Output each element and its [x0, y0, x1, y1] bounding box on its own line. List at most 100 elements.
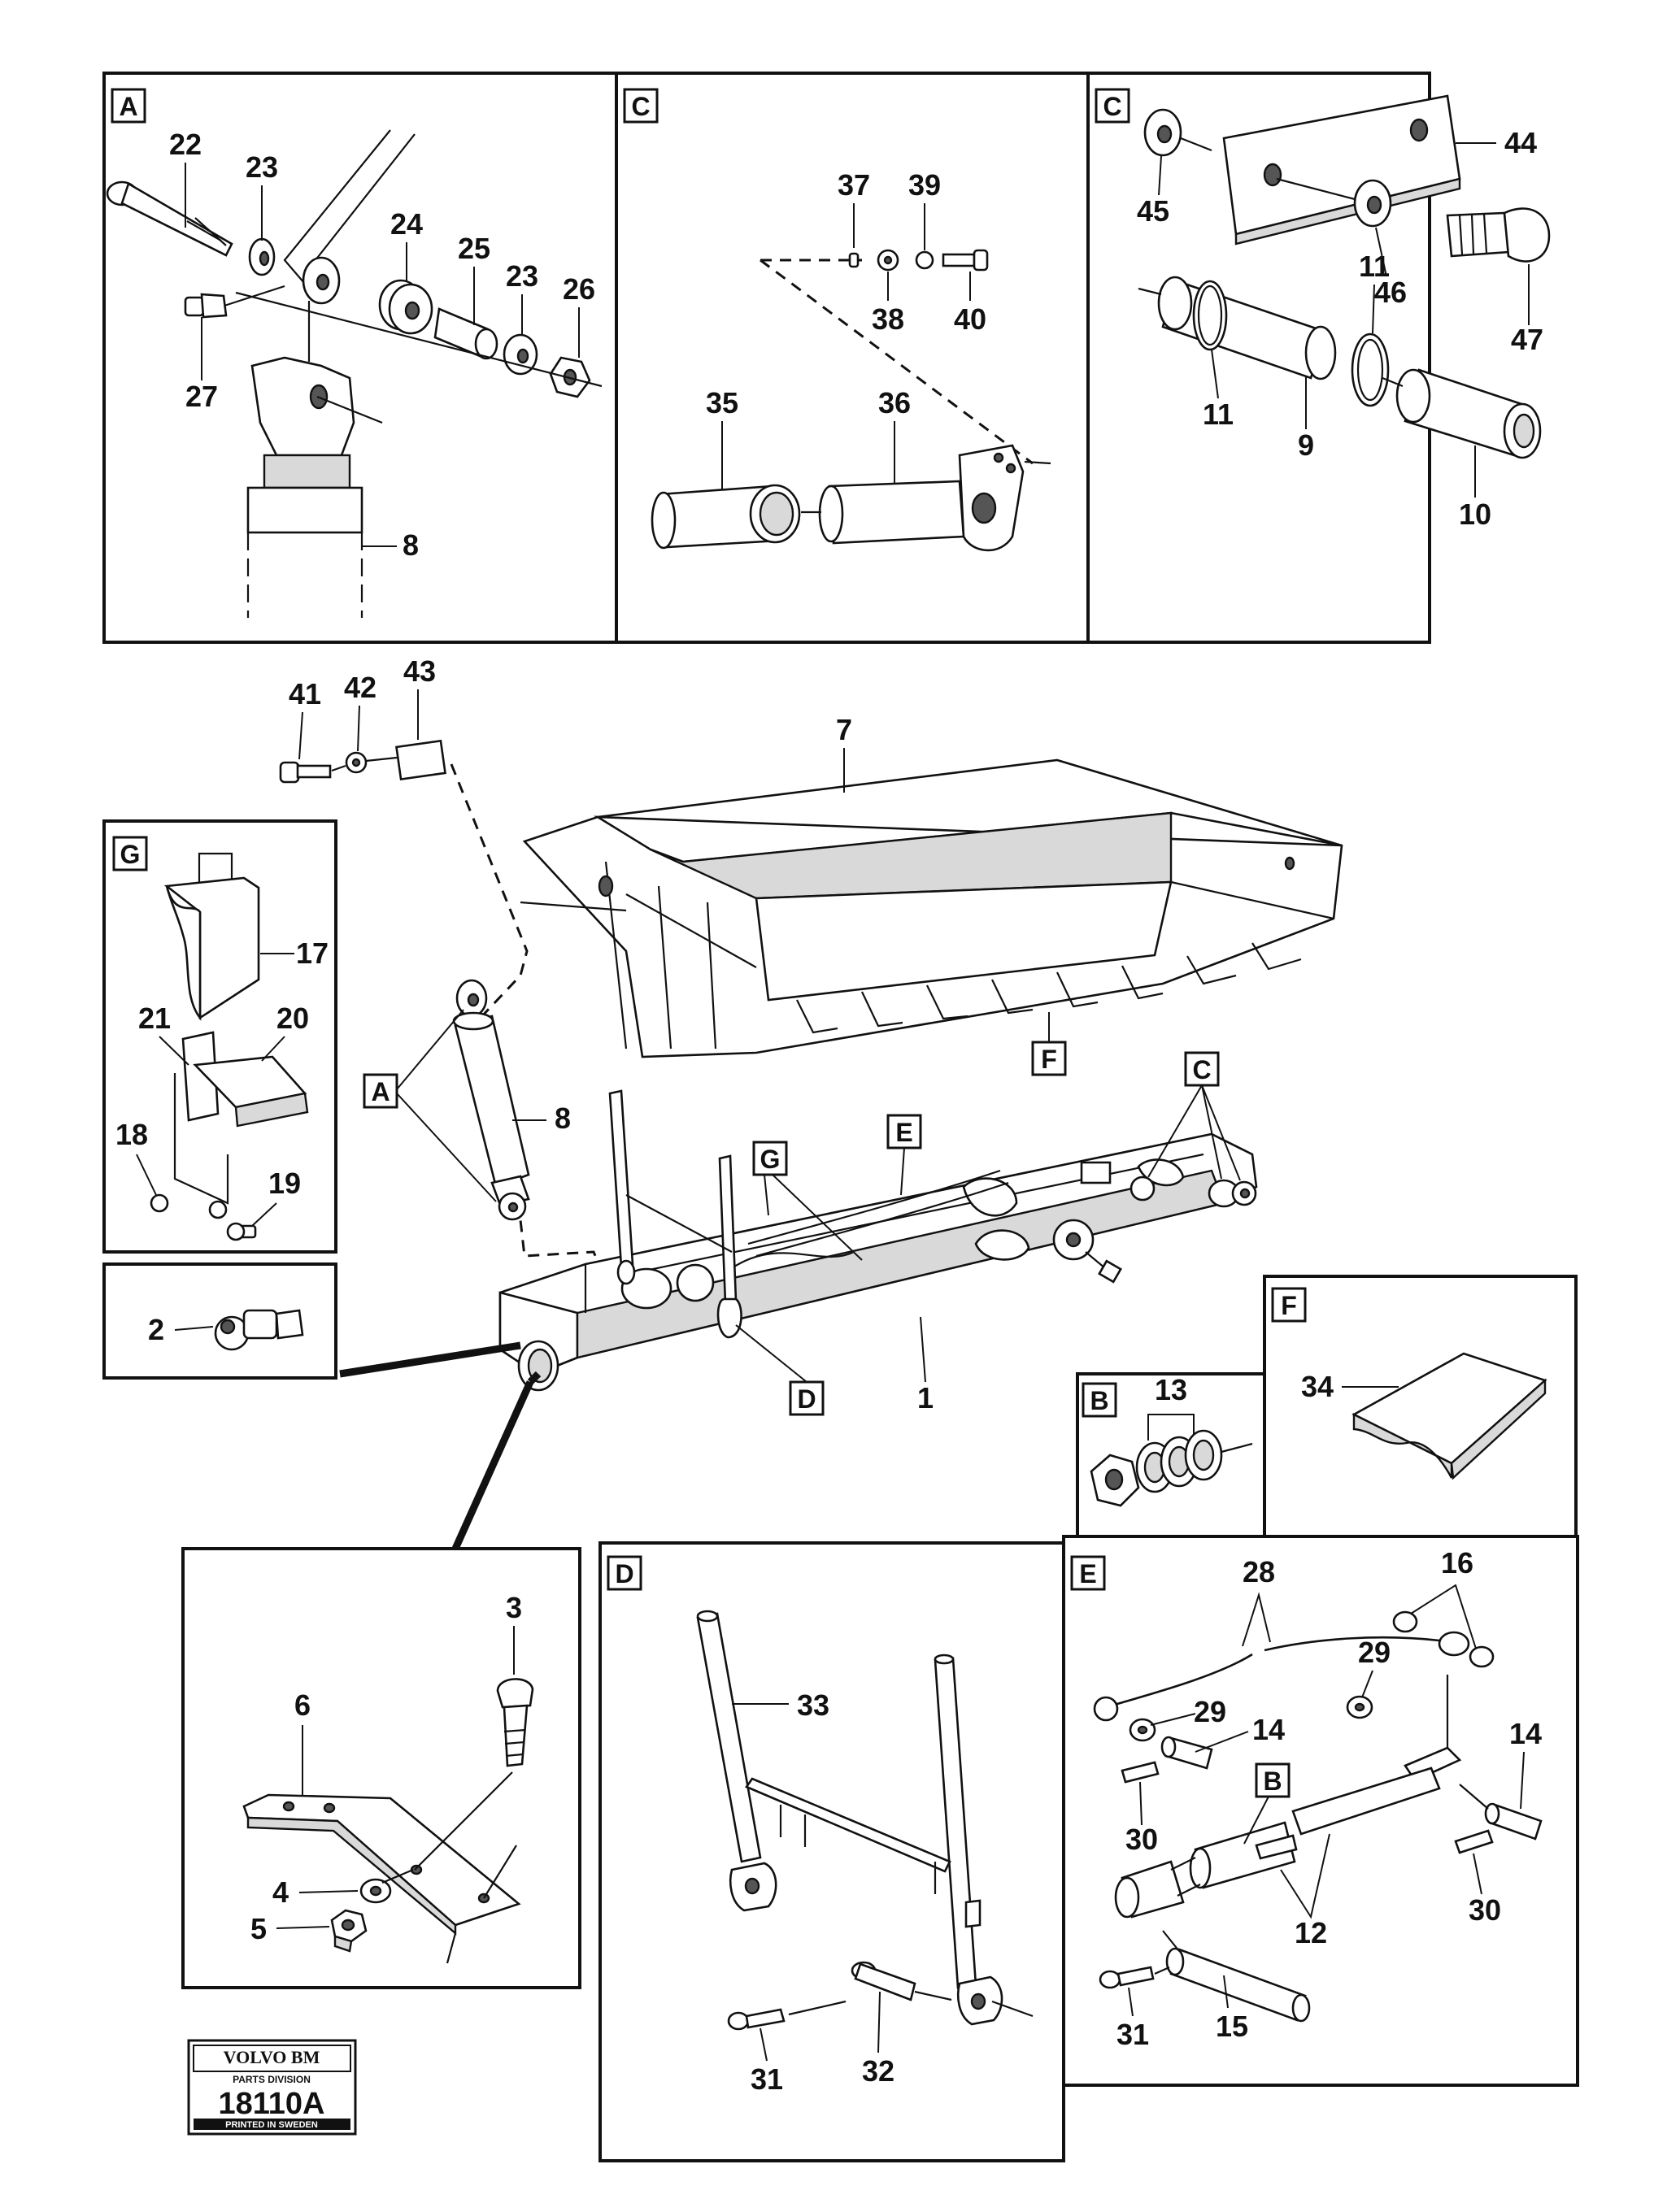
bracket-6-icon	[242, 1771, 521, 1964]
logo-printed: PRINTED IN SWEDEN	[225, 2120, 318, 2130]
cylinder-8-icon	[246, 454, 363, 618]
label-15: 15	[1216, 2010, 1248, 2043]
cylinder-8-main	[452, 979, 530, 1221]
panel-f-tag-text: F	[1281, 1291, 1297, 1320]
pin-9-icon	[1138, 276, 1337, 380]
screw-40-icon	[942, 249, 989, 272]
label-12: 12	[1295, 1916, 1327, 1949]
label-17: 17	[296, 937, 329, 970]
label-29-left: 29	[1194, 1695, 1226, 1728]
main-assembly: 41 42 43	[279, 654, 1343, 1550]
label-47: 47	[1511, 323, 1543, 356]
label-36: 36	[878, 386, 911, 419]
label-24: 24	[390, 207, 423, 241]
label-29-right: 29	[1358, 1636, 1391, 1669]
holder-20-icon	[150, 1031, 309, 1219]
label-3: 3	[506, 1591, 522, 1624]
lockwasher-39-icon	[915, 250, 934, 270]
logo-division: PARTS DIVISION	[233, 2074, 311, 2085]
panel-bracket-frame	[181, 1547, 581, 1989]
label-32: 32	[862, 2054, 894, 2088]
label-5: 5	[250, 1912, 267, 1945]
label-38: 38	[872, 302, 904, 336]
sleeve-25-icon	[433, 307, 498, 360]
label-42: 42	[344, 671, 377, 704]
snap-ring-11a-icon	[1192, 280, 1228, 351]
lever-frame-33-icon	[696, 1610, 1034, 2026]
washer-38-icon	[877, 249, 899, 272]
spring-pin-30a-icon	[1121, 1761, 1160, 1784]
lever-tube-12-icon	[1114, 1675, 1462, 1919]
panel-d-tag	[607, 1555, 642, 1591]
panel-c-tag-text: C	[631, 92, 650, 121]
label-44: 44	[1504, 126, 1537, 159]
logo-code: 18110A	[218, 2087, 324, 2121]
label-23: 23	[246, 150, 278, 184]
pin-32-icon	[851, 1961, 952, 2001]
label-8-main: 8	[555, 1102, 571, 1135]
panel-c2-tag-text: C	[1103, 92, 1121, 121]
panel-c-tag	[623, 88, 659, 124]
main-tag-c-text: C	[1192, 1055, 1211, 1084]
snap-ring-11b-icon	[1351, 332, 1390, 407]
panel-g-tag	[112, 836, 148, 871]
label-16: 16	[1441, 1546, 1473, 1580]
washer-23-icon	[248, 237, 276, 276]
bushing-10-icon	[1382, 368, 1542, 459]
pad-34-icon	[1351, 1352, 1547, 1480]
main-tag-e	[886, 1114, 922, 1149]
label-23b: 23	[506, 259, 538, 293]
main-tag-g	[752, 1141, 788, 1176]
plate-44-icon	[1222, 94, 1461, 246]
bolt-3-icon	[496, 1678, 534, 1767]
label-45: 45	[1137, 194, 1169, 228]
label-40: 40	[954, 302, 986, 336]
panel-e-tag-b-text: B	[1263, 1767, 1282, 1796]
bolt-41-icon	[279, 761, 332, 784]
label-18: 18	[115, 1118, 148, 1151]
label-33: 33	[797, 1688, 829, 1722]
main-tag-d	[789, 1380, 825, 1416]
main-tag-c	[1184, 1051, 1220, 1087]
label-11-top: 11	[1359, 250, 1390, 283]
label-7: 7	[836, 713, 852, 746]
panel-c-left: C	[623, 88, 1051, 552]
lever-assembly-d	[608, 1089, 742, 1339]
bushing-24-icon	[378, 279, 433, 335]
pin-14b-icon	[1484, 1802, 1543, 1840]
label-26: 26	[563, 272, 595, 306]
label-20: 20	[276, 1002, 309, 1035]
panel-c-right: C	[1095, 88, 1551, 531]
main-tag-a	[363, 1073, 398, 1109]
main-tag-f-text: F	[1041, 1045, 1057, 1074]
panel-g: G 17 21 20 18 19	[102, 819, 337, 1254]
washer-37-icon	[848, 252, 860, 268]
cylinder-clevis-icon	[250, 301, 383, 457]
tube-36-icon	[818, 444, 1025, 552]
main-tag-a-text: A	[371, 1077, 390, 1106]
bolt-22-icon	[106, 180, 233, 257]
panel-nipple-2-frame	[102, 1262, 337, 1380]
panel-e-tag-text: E	[1079, 1559, 1096, 1588]
box-17-icon	[163, 852, 260, 1021]
label-22: 22	[169, 128, 202, 161]
panel-a-tag	[111, 88, 146, 124]
label-41: 41	[289, 677, 321, 711]
label-34: 34	[1301, 1370, 1334, 1403]
top-row-frame	[102, 72, 1431, 644]
label-4: 4	[272, 1875, 289, 1909]
label-8-top: 8	[403, 528, 419, 562]
panel-b-tag-text: B	[1090, 1386, 1108, 1415]
panel-bracket: 3 6 4 5	[181, 1547, 581, 1989]
panel-d-tag-text: D	[615, 1559, 633, 1588]
split-pin-31e-icon	[1099, 1966, 1155, 1989]
dump-body-7	[520, 758, 1343, 1058]
label-14-right: 14	[1509, 1717, 1542, 1750]
label-31-e: 31	[1116, 2018, 1149, 2051]
main-tag-g-text: G	[760, 1145, 781, 1174]
label-10: 10	[1459, 498, 1491, 531]
label-46: 46	[1374, 276, 1407, 309]
washer-16b-icon	[1469, 1645, 1495, 1668]
logo-brand: VOLVO BM	[224, 2047, 320, 2067]
